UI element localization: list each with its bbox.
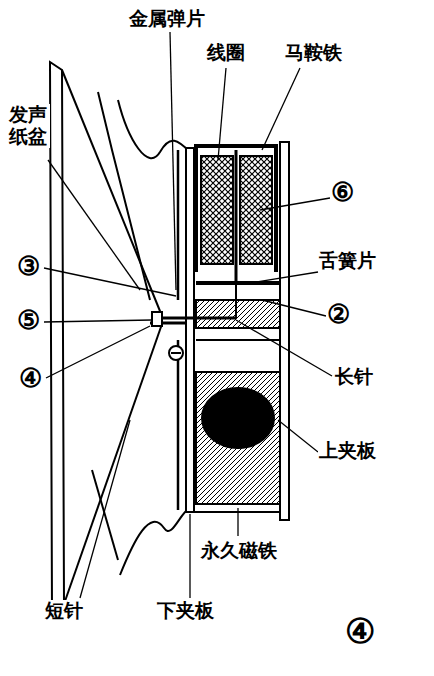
part-label: 发声纸盆	[8, 104, 50, 148]
callout-number: ④	[18, 364, 43, 394]
leader-lines	[44, 32, 332, 598]
paper-cone	[50, 62, 190, 612]
part-label: 长针	[334, 366, 374, 388]
part-label: 金属弹片	[128, 8, 206, 30]
part-label: 上夹板	[318, 440, 377, 462]
part-label: 短针	[44, 600, 84, 622]
part-label: 线圈	[206, 42, 246, 64]
part-label: 永久磁铁	[200, 540, 278, 562]
callout-number: ⑤	[16, 306, 41, 336]
frame-plates	[178, 142, 289, 520]
figure-number: ④	[344, 612, 376, 651]
saddle-iron-and-coil	[196, 146, 276, 282]
part-label: 舌簧片	[318, 250, 377, 272]
needles	[150, 283, 236, 360]
part-label: 马鞍铁	[284, 42, 343, 64]
reed-and-magnet	[196, 283, 280, 504]
callout-number: ③	[16, 252, 41, 282]
callout-number: ⑥	[330, 178, 355, 208]
callout-number: ②	[326, 300, 351, 330]
part-label: 下夹板	[156, 600, 215, 622]
